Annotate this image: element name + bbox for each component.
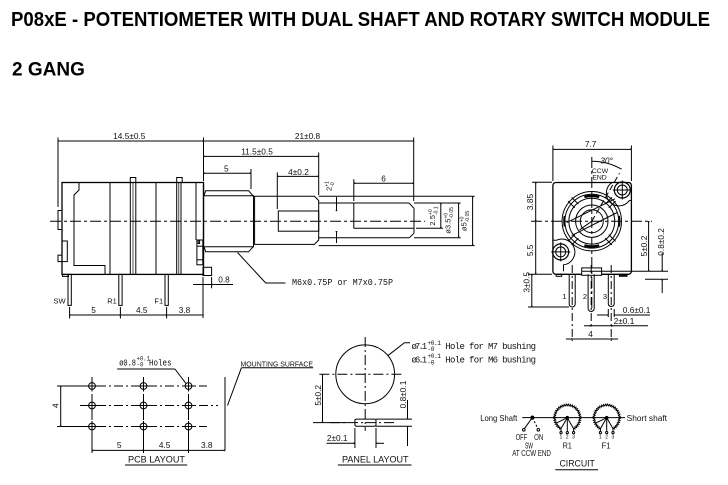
svg-text:CCW: CCW bbox=[592, 168, 609, 175]
svg-text:3: 3 bbox=[572, 435, 575, 441]
svg-text:MOUNTING SURFACE: MOUNTING SURFACE bbox=[241, 360, 314, 369]
svg-text:+0.1: +0.1 bbox=[428, 340, 442, 347]
svg-text:Long Shaft: Long Shaft bbox=[480, 414, 518, 423]
svg-text:3: 3 bbox=[603, 292, 607, 301]
svg-text:0.8: 0.8 bbox=[218, 275, 230, 285]
svg-text:11.5±0.5: 11.5±0.5 bbox=[241, 147, 273, 157]
svg-text:4.5: 4.5 bbox=[159, 440, 171, 450]
svg-text:ø5+0-0.05: ø5+0-0.05 bbox=[460, 211, 472, 231]
svg-text:2±0.1: 2±0.1 bbox=[614, 316, 635, 326]
svg-text:3±0.5: 3±0.5 bbox=[521, 272, 531, 293]
svg-text:21±0.8: 21±0.8 bbox=[295, 131, 321, 141]
svg-text:1: 1 bbox=[599, 435, 602, 441]
svg-text:P08xE - POTENTIOMETER WITH DUA: P08xE - POTENTIOMETER WITH DUAL SHAFT AN… bbox=[11, 8, 710, 31]
svg-text:1: 1 bbox=[562, 292, 566, 301]
svg-text:0.8±0.2: 0.8±0.2 bbox=[656, 228, 666, 256]
svg-text:Hole for M6 bushing: Hole for M6 bushing bbox=[445, 356, 536, 366]
svg-text:CIRCUIT: CIRCUIT bbox=[560, 459, 596, 470]
svg-text:AT CCW END: AT CCW END bbox=[512, 449, 551, 458]
svg-text:ø6.1: ø6.1 bbox=[412, 356, 428, 366]
svg-text:Hole for M7 bushing: Hole for M7 bushing bbox=[445, 342, 536, 352]
svg-text:5±0.2: 5±0.2 bbox=[313, 385, 323, 406]
svg-text:+0.1: +0.1 bbox=[137, 356, 151, 363]
svg-text:R1: R1 bbox=[107, 297, 117, 306]
svg-text:-0: -0 bbox=[428, 346, 435, 353]
svg-text:Short shaft: Short shaft bbox=[627, 414, 668, 423]
svg-text:OFF: OFF bbox=[516, 433, 528, 442]
svg-text:ø0.8: ø0.8 bbox=[119, 358, 136, 368]
svg-text:2.5+0-0.1: 2.5+0-0.1 bbox=[428, 206, 440, 225]
svg-text:5±0.2: 5±0.2 bbox=[639, 235, 649, 256]
svg-text:3.85: 3.85 bbox=[525, 194, 535, 211]
svg-text:F1: F1 bbox=[602, 441, 612, 450]
svg-text:2: 2 bbox=[605, 435, 608, 441]
svg-text:4.5: 4.5 bbox=[136, 305, 148, 315]
svg-text:R1: R1 bbox=[563, 441, 573, 450]
svg-text:F1: F1 bbox=[154, 297, 163, 306]
svg-text:4: 4 bbox=[588, 329, 593, 339]
svg-text:2±0.1: 2±0.1 bbox=[327, 433, 348, 443]
svg-text:7.7: 7.7 bbox=[585, 139, 597, 149]
svg-text:5: 5 bbox=[117, 440, 122, 450]
svg-text:M6x0.75P or M7x0.75P: M6x0.75P or M7x0.75P bbox=[292, 278, 393, 288]
svg-text:1: 1 bbox=[560, 435, 563, 441]
svg-text:ø3.5+0-0.05: ø3.5+0-0.05 bbox=[444, 207, 456, 234]
svg-text:3.8: 3.8 bbox=[179, 305, 191, 315]
svg-text:3.8: 3.8 bbox=[201, 440, 213, 450]
svg-text:Holes: Holes bbox=[149, 358, 172, 368]
svg-text:4±0.2: 4±0.2 bbox=[288, 167, 309, 177]
svg-text:5: 5 bbox=[224, 164, 229, 174]
svg-text:5.5: 5.5 bbox=[525, 244, 535, 256]
svg-text:3: 3 bbox=[612, 435, 615, 441]
svg-text:SW: SW bbox=[53, 297, 66, 306]
svg-text:-0: -0 bbox=[137, 362, 144, 369]
svg-text:5: 5 bbox=[91, 305, 96, 315]
svg-text:14.5±0.5: 14.5±0.5 bbox=[113, 131, 146, 141]
svg-text:4: 4 bbox=[50, 403, 60, 408]
svg-text:PCB LAYOUT: PCB LAYOUT bbox=[128, 455, 185, 466]
svg-text:PANEL LAYOUT: PANEL LAYOUT bbox=[342, 455, 409, 466]
svg-text:30°: 30° bbox=[600, 156, 613, 166]
svg-text:-0: -0 bbox=[428, 359, 435, 366]
svg-text:0.8±0.1: 0.8±0.1 bbox=[398, 380, 408, 408]
svg-text:2: 2 bbox=[566, 435, 569, 441]
svg-text:END: END bbox=[592, 174, 606, 181]
svg-text:ø7.1: ø7.1 bbox=[412, 342, 428, 352]
svg-text:ON: ON bbox=[534, 433, 543, 442]
svg-text:2: 2 bbox=[583, 292, 587, 301]
svg-text:2+1-0: 2+1-0 bbox=[325, 181, 337, 191]
svg-text:2 GANG: 2 GANG bbox=[12, 60, 85, 81]
svg-text:+0.1: +0.1 bbox=[428, 353, 442, 360]
svg-text:0.6±0.1: 0.6±0.1 bbox=[623, 305, 651, 315]
svg-text:SW: SW bbox=[525, 441, 533, 450]
svg-text:6: 6 bbox=[381, 174, 386, 184]
